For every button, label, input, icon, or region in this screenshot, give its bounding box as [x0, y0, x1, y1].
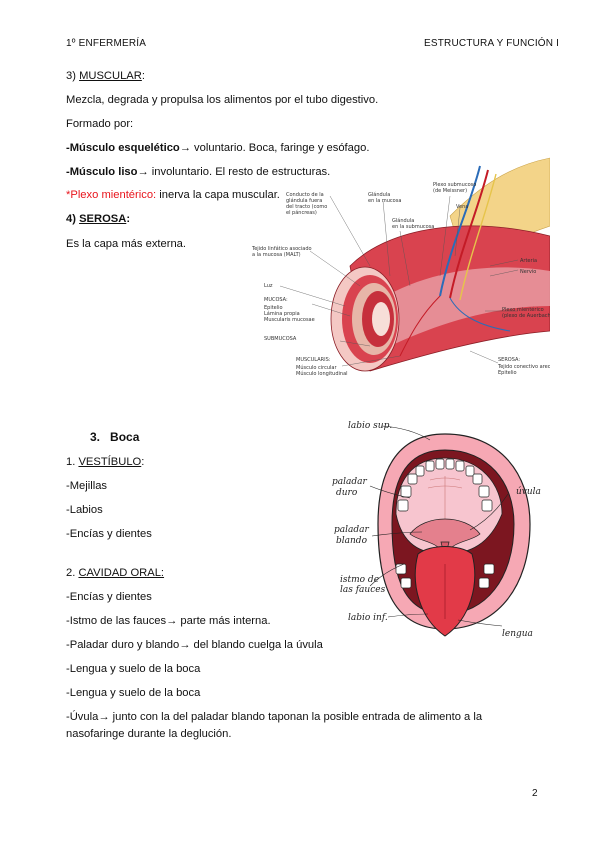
label-uvula: úvula	[516, 486, 541, 497]
cavidad-oral-item: -Paladar duro y blando→ del blando cuelg…	[66, 639, 323, 651]
muscular-esqueletico: -Músculo esquelético→ voluntario. Boca, …	[66, 142, 369, 154]
cavidad-oral-item: -Lengua y suelo de la boca	[66, 663, 201, 675]
muscular-colon: :	[141, 70, 145, 82]
esqueletico-label: -Músculo esquelético→	[66, 142, 191, 154]
serosa-num: 4)	[66, 213, 80, 225]
label-lengua: lengua	[502, 629, 533, 639]
header-subject: ESTRUCTURA Y FUNCIÓN I	[424, 38, 560, 49]
label-muscularis: MUSCULARIS:	[296, 357, 331, 363]
boca-title: Boca	[110, 430, 140, 444]
label-serosa: SEROSA:	[498, 357, 520, 363]
cavidad-oral-item: -Encías y dientes	[66, 591, 152, 603]
muscular-title: MUSCULAR	[79, 70, 142, 82]
label-luz: Luz	[264, 283, 273, 289]
label-vena: Vena	[456, 204, 468, 210]
muscular-liso: -Músculo liso→ involuntario. El resto de…	[66, 166, 330, 178]
label-plexo-submucoso: Plexo submucoso(de Meissner)	[433, 182, 476, 194]
cavidad-oral-title: CAVIDAD ORAL:	[78, 567, 165, 579]
label-labio-sup: labio sup.	[348, 421, 392, 431]
page-number: 2	[532, 788, 538, 799]
uvula-line-2: nasofaringe durante la deglución.	[66, 728, 232, 740]
label-muscularis-mucosae: Muscularis mucosae	[264, 317, 315, 323]
serosa-colon: :	[126, 213, 131, 225]
uvula-line-1: -Úvula→ junto con la del paladar blando …	[66, 711, 483, 723]
boca-heading: 3. Boca	[90, 430, 139, 444]
plexo-desc: inerva la capa muscular.	[156, 189, 280, 201]
label-nervio: Nervio	[520, 269, 536, 275]
boca-section-number: 3.	[90, 430, 101, 444]
cavidad-oral-num: 2.	[66, 567, 79, 579]
header-course: 1º ENFERMERÍA	[66, 38, 147, 49]
label-epitelio-serosa: Epitelio	[498, 370, 517, 376]
vestibulo-num: 1.	[66, 456, 79, 468]
serosa-title: SEROSA	[79, 213, 127, 225]
serosa-text: Es la capa más externa.	[66, 238, 187, 250]
plexo-note: *Plexo mientérico: inerva la capa muscul…	[66, 189, 280, 201]
serosa-heading: 4) SEROSA:	[66, 213, 130, 225]
muscular-line2: Formado por:	[66, 118, 134, 130]
vestibulo-colon: :	[141, 456, 145, 468]
label-tejido-conectivo: Tejido conectivo areolar	[497, 364, 550, 370]
label-arteria: Arteria	[520, 258, 537, 264]
label-labio-inf: labio inf.	[348, 613, 388, 623]
vestibulo-title: VESTÍBULO	[78, 456, 142, 468]
label-epitelio: Epitelio	[264, 305, 283, 311]
plexo-label: *Plexo mientérico:	[66, 189, 157, 201]
vestibulo-item: -Mejillas	[66, 480, 108, 492]
cavidad-oral-item: -Lengua y suelo de la boca	[66, 687, 201, 699]
vestibulo-heading: 1. VESTÍBULO:	[66, 456, 144, 468]
label-lamina-propia: Lámina propia	[264, 310, 300, 317]
vestibulo-item: -Encías y dientes	[66, 528, 152, 540]
label-musculo-circular: Músculo circular	[296, 364, 337, 371]
label-mucosa: MUCOSA:	[264, 297, 288, 303]
label-musculo-longitudinal: Músculo longitudinal	[296, 370, 348, 377]
esqueletico-desc: voluntario. Boca, faringe y esófago.	[190, 142, 370, 154]
cavidad-oral-item: -Istmo de las fauces→ parte más interna.	[66, 615, 271, 627]
muscular-num: 3)	[66, 70, 80, 82]
cavidad-oral-heading: 2. CAVIDAD ORAL:	[66, 567, 164, 579]
liso-label: -Músculo liso→	[66, 166, 149, 178]
liso-desc: involuntario. El resto de estructuras.	[148, 166, 331, 178]
muscular-heading: 3) MUSCULAR:	[66, 70, 145, 82]
label-submucosa: SUBMUCOSA	[264, 336, 297, 342]
muscular-line1: Mezcla, degrada y propulsa los alimentos…	[66, 94, 379, 106]
vestibulo-item: -Labios	[66, 504, 103, 516]
label-plexo-mienterico: Plexo mientérico(plexo de Auerbach)	[502, 306, 550, 319]
